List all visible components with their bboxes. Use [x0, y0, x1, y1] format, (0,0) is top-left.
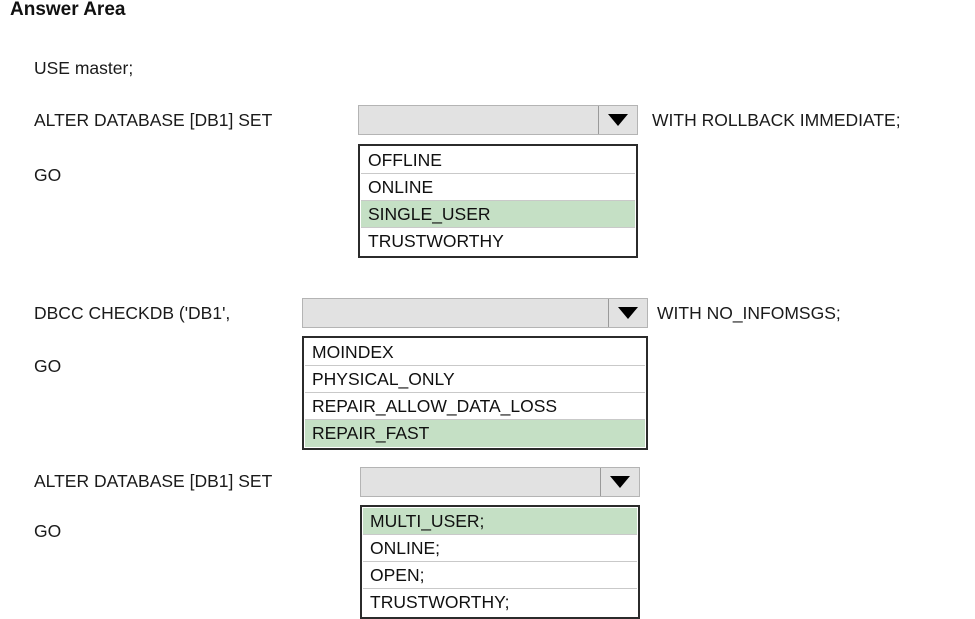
statement-use-master: USE master; — [34, 58, 134, 78]
dropdown-alter-database-set-1[interactable] — [358, 105, 638, 135]
list-item[interactable]: OFFLINE — [361, 147, 635, 174]
list-item[interactable]: SINGLE_USER — [361, 201, 635, 228]
dropdown-value-alter-database-set-2[interactable] — [361, 468, 601, 496]
list-item[interactable]: ONLINE; — [363, 535, 637, 562]
chevron-down-icon[interactable] — [609, 299, 647, 327]
list-item[interactable]: TRUSTWORTHY; — [363, 589, 637, 616]
dropdown-value-dbcc-checkdb[interactable] — [303, 299, 609, 327]
statement-go-3: GO — [34, 521, 62, 541]
list-item[interactable]: PHYSICAL_ONLY — [305, 366, 645, 393]
statement-dbcc-checkdb-prefix: DBCC CHECKDB ('DB1', — [34, 303, 231, 323]
list-item[interactable]: TRUSTWORTHY — [361, 228, 635, 255]
statement-alter-database-set-1-prefix: ALTER DATABASE [DB1] SET — [34, 110, 273, 130]
dropdown-dbcc-checkdb[interactable] — [302, 298, 648, 328]
list-item[interactable]: ONLINE — [361, 174, 635, 201]
page-title: Answer Area — [10, 0, 126, 20]
statement-go-1: GO — [34, 165, 62, 185]
list-item[interactable]: MOINDEX — [305, 339, 645, 366]
statement-dbcc-checkdb-suffix: WITH NO_INFOMSGS; — [657, 303, 841, 323]
statement-alter-database-set-2-prefix: ALTER DATABASE [DB1] SET — [34, 471, 273, 491]
dropdown-value-alter-database-set-1[interactable] — [359, 106, 599, 134]
list-item[interactable]: MULTI_USER; — [363, 508, 637, 535]
dropdown-options-alter-database-set-2[interactable]: MULTI_USER; ONLINE; OPEN; TRUSTWORTHY; — [360, 505, 640, 619]
list-item[interactable]: REPAIR_FAST — [305, 420, 645, 447]
dropdown-alter-database-set-2[interactable] — [360, 467, 640, 497]
statement-go-2: GO — [34, 356, 62, 376]
chevron-down-icon[interactable] — [599, 106, 637, 134]
dropdown-options-dbcc-checkdb[interactable]: MOINDEX PHYSICAL_ONLY REPAIR_ALLOW_DATA_… — [302, 336, 648, 450]
statement-alter-database-set-1-suffix: WITH ROLLBACK IMMEDIATE; — [652, 110, 901, 130]
list-item[interactable]: OPEN; — [363, 562, 637, 589]
chevron-down-icon[interactable] — [601, 468, 639, 496]
list-item[interactable]: REPAIR_ALLOW_DATA_LOSS — [305, 393, 645, 420]
dropdown-options-alter-database-set-1[interactable]: OFFLINE ONLINE SINGLE_USER TRUSTWORTHY — [358, 144, 638, 258]
